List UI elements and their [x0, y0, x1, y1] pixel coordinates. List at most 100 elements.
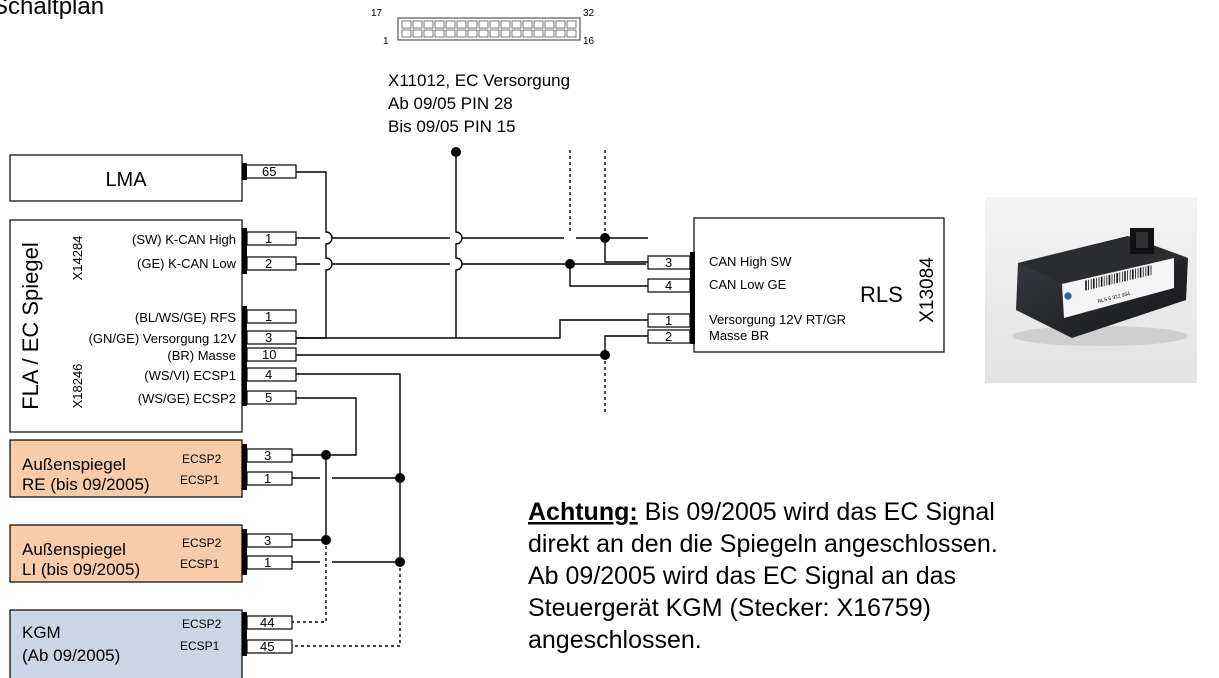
connector-cell [544, 20, 555, 29]
connector-cell [544, 29, 555, 38]
mirror-li-pin-a-label: ECSP2 [182, 536, 222, 550]
lma-title: LMA [105, 169, 147, 191]
kgm-pin-a-label: ECSP2 [182, 617, 222, 631]
connector-pin-17: 17 [371, 8, 383, 19]
connector-cell [555, 29, 566, 38]
connector-pin-16: 16 [583, 36, 595, 47]
kgm-pin-b-label: ECSP1 [180, 639, 220, 653]
rls-title: RLS [860, 282, 903, 307]
connector-cell [445, 29, 456, 38]
connector-cell [522, 20, 533, 29]
kgm-pin-a: 44 [260, 615, 274, 630]
note-line2: direkt an den die Spiegeln angeschlossen… [528, 530, 998, 558]
connector-icon: 17 32 1 16 [371, 8, 595, 47]
rls-pin-label-can-high: CAN High SW [709, 254, 792, 269]
connector-cell [566, 20, 577, 29]
fla-pin-label-kcan-high: (SW) K-CAN High [132, 232, 236, 247]
fla-pin-num-1b: 1 [265, 309, 272, 324]
kgm-module: KGM (Ab 09/2005) ECSP2 ECSP1 44 45 [9, 609, 293, 678]
page-title-partial: Schaltplan [0, 0, 104, 20]
supply-note-line1: X11012, EC Versorgung [388, 71, 570, 90]
fla-pin-num-1a: 1 [265, 231, 272, 246]
connector-cell [566, 29, 577, 38]
connector-cell [434, 20, 445, 29]
kgm-line1: KGM [22, 623, 61, 642]
connector-cell [401, 29, 412, 38]
mirror-li-pin-b-label: ECSP1 [180, 557, 220, 571]
fla-module: FLA / EC Spiegel X14284 X18246 (SW) K-CA… [9, 219, 297, 433]
fla-pin-num-4: 4 [265, 367, 272, 382]
mirror-re-pin-b: 1 [264, 471, 271, 486]
connector-cell [401, 20, 412, 29]
junction-dots [321, 147, 610, 567]
mirror-li-pin-a: 3 [264, 533, 271, 548]
fla-pin-label-masse: (BR) Masse [167, 348, 236, 363]
fla-pin-num-5: 5 [265, 390, 272, 405]
rls-pin-num-4: 4 [665, 278, 672, 293]
wires [292, 150, 648, 647]
rls-pin-num-1: 1 [665, 313, 672, 328]
note-line4: Steuergerät KGM (Stecker: X16759) [528, 594, 931, 622]
connector-cell [533, 29, 544, 38]
svg-text:Achtung: Bis 09/2005 wird das: Achtung: Bis 09/2005 wird das EC Signal [528, 498, 995, 526]
rls-pin-label-can-low: CAN Low GE [709, 277, 787, 292]
note-line5: angeschlossen. [528, 626, 702, 654]
warning-note: Achtung: Bis 09/2005 wird das EC Signal … [528, 498, 998, 654]
connector-cell [467, 20, 478, 29]
lma-module: LMA 65 [9, 154, 297, 202]
connector-cell [412, 20, 423, 29]
kgm-pin-b: 45 [260, 639, 274, 654]
mirror-re-box [9, 439, 243, 498]
fla-pin-label-ecsp1: (WS/VI) ECSP1 [144, 368, 236, 383]
fla-title: FLA / EC Spiegel [18, 242, 43, 410]
connector-cell [412, 29, 423, 38]
supply-note-line3: Bis 09/05 PIN 15 [388, 117, 516, 136]
connector-cell [489, 20, 500, 29]
connector-cell [434, 29, 445, 38]
mirror-li-module: Außenspiegel LI (bis 09/2005) ECSP2 ECSP… [9, 524, 293, 583]
connector-cell [423, 29, 434, 38]
connector-cell [456, 20, 467, 29]
rls-pin-num-3: 3 [665, 255, 672, 270]
connector-cell [423, 20, 434, 29]
connector-cell [489, 29, 500, 38]
fla-pin-num-10: 10 [262, 347, 276, 362]
fla-pin-label-rfs: (BL/WS/GE) RFS [135, 310, 236, 325]
fla-pin-label-kcan-low: (GE) K-CAN Low [137, 256, 237, 271]
connector-cell [478, 29, 489, 38]
connector-cell [500, 29, 511, 38]
mirror-re-pin-a: 3 [264, 448, 271, 463]
note-heading: Achtung: [528, 498, 638, 526]
connector-cell [445, 20, 456, 29]
note-line1: Bis 09/2005 wird das EC Signal [638, 498, 995, 526]
connector-cell [511, 20, 522, 29]
connector-cell [500, 20, 511, 29]
fla-connector-a: X14284 [70, 236, 85, 281]
rain-light-sensor-photo: RLS 6 922 954 [985, 197, 1197, 383]
kgm-line2: (Ab 09/2005) [22, 646, 120, 665]
fla-pin-label-versorgung: (GN/GE) Versorgung 12V [89, 331, 237, 346]
connector-cell [511, 29, 522, 38]
rls-pin-label-masse: Masse BR [709, 328, 769, 343]
mirror-re-module: Außenspiegel RE (bis 09/2005) ECSP2 ECSP… [9, 439, 293, 498]
rls-connector: X13084 [917, 257, 938, 323]
connector-pin-1: 1 [383, 36, 389, 47]
mirror-li-line2: LI (bis 09/2005) [22, 560, 140, 579]
fla-pin-num-2: 2 [265, 256, 272, 271]
fla-connector-b: X18246 [70, 364, 85, 409]
fla-pin-num-3: 3 [265, 330, 272, 345]
mirror-re-line1: Außenspiegel [22, 455, 126, 474]
mirror-re-pin-b-label: ECSP1 [180, 473, 220, 487]
connector-cell [533, 20, 544, 29]
note-line3: Ab 09/2005 wird das EC Signal an das [528, 562, 956, 590]
mirror-li-pin-b: 1 [264, 555, 271, 570]
connector-cell [555, 20, 566, 29]
rls-pin-label-versorgung: Versorgung 12V RT/GR [709, 312, 846, 327]
connector-cell [467, 29, 478, 38]
supply-note-line2: Ab 09/05 PIN 28 [388, 94, 513, 113]
connector-pin-32: 32 [583, 8, 595, 19]
connector-cell [478, 20, 489, 29]
lma-pin-65: 65 [262, 164, 276, 179]
mirror-re-pin-a-label: ECSP2 [182, 452, 222, 466]
